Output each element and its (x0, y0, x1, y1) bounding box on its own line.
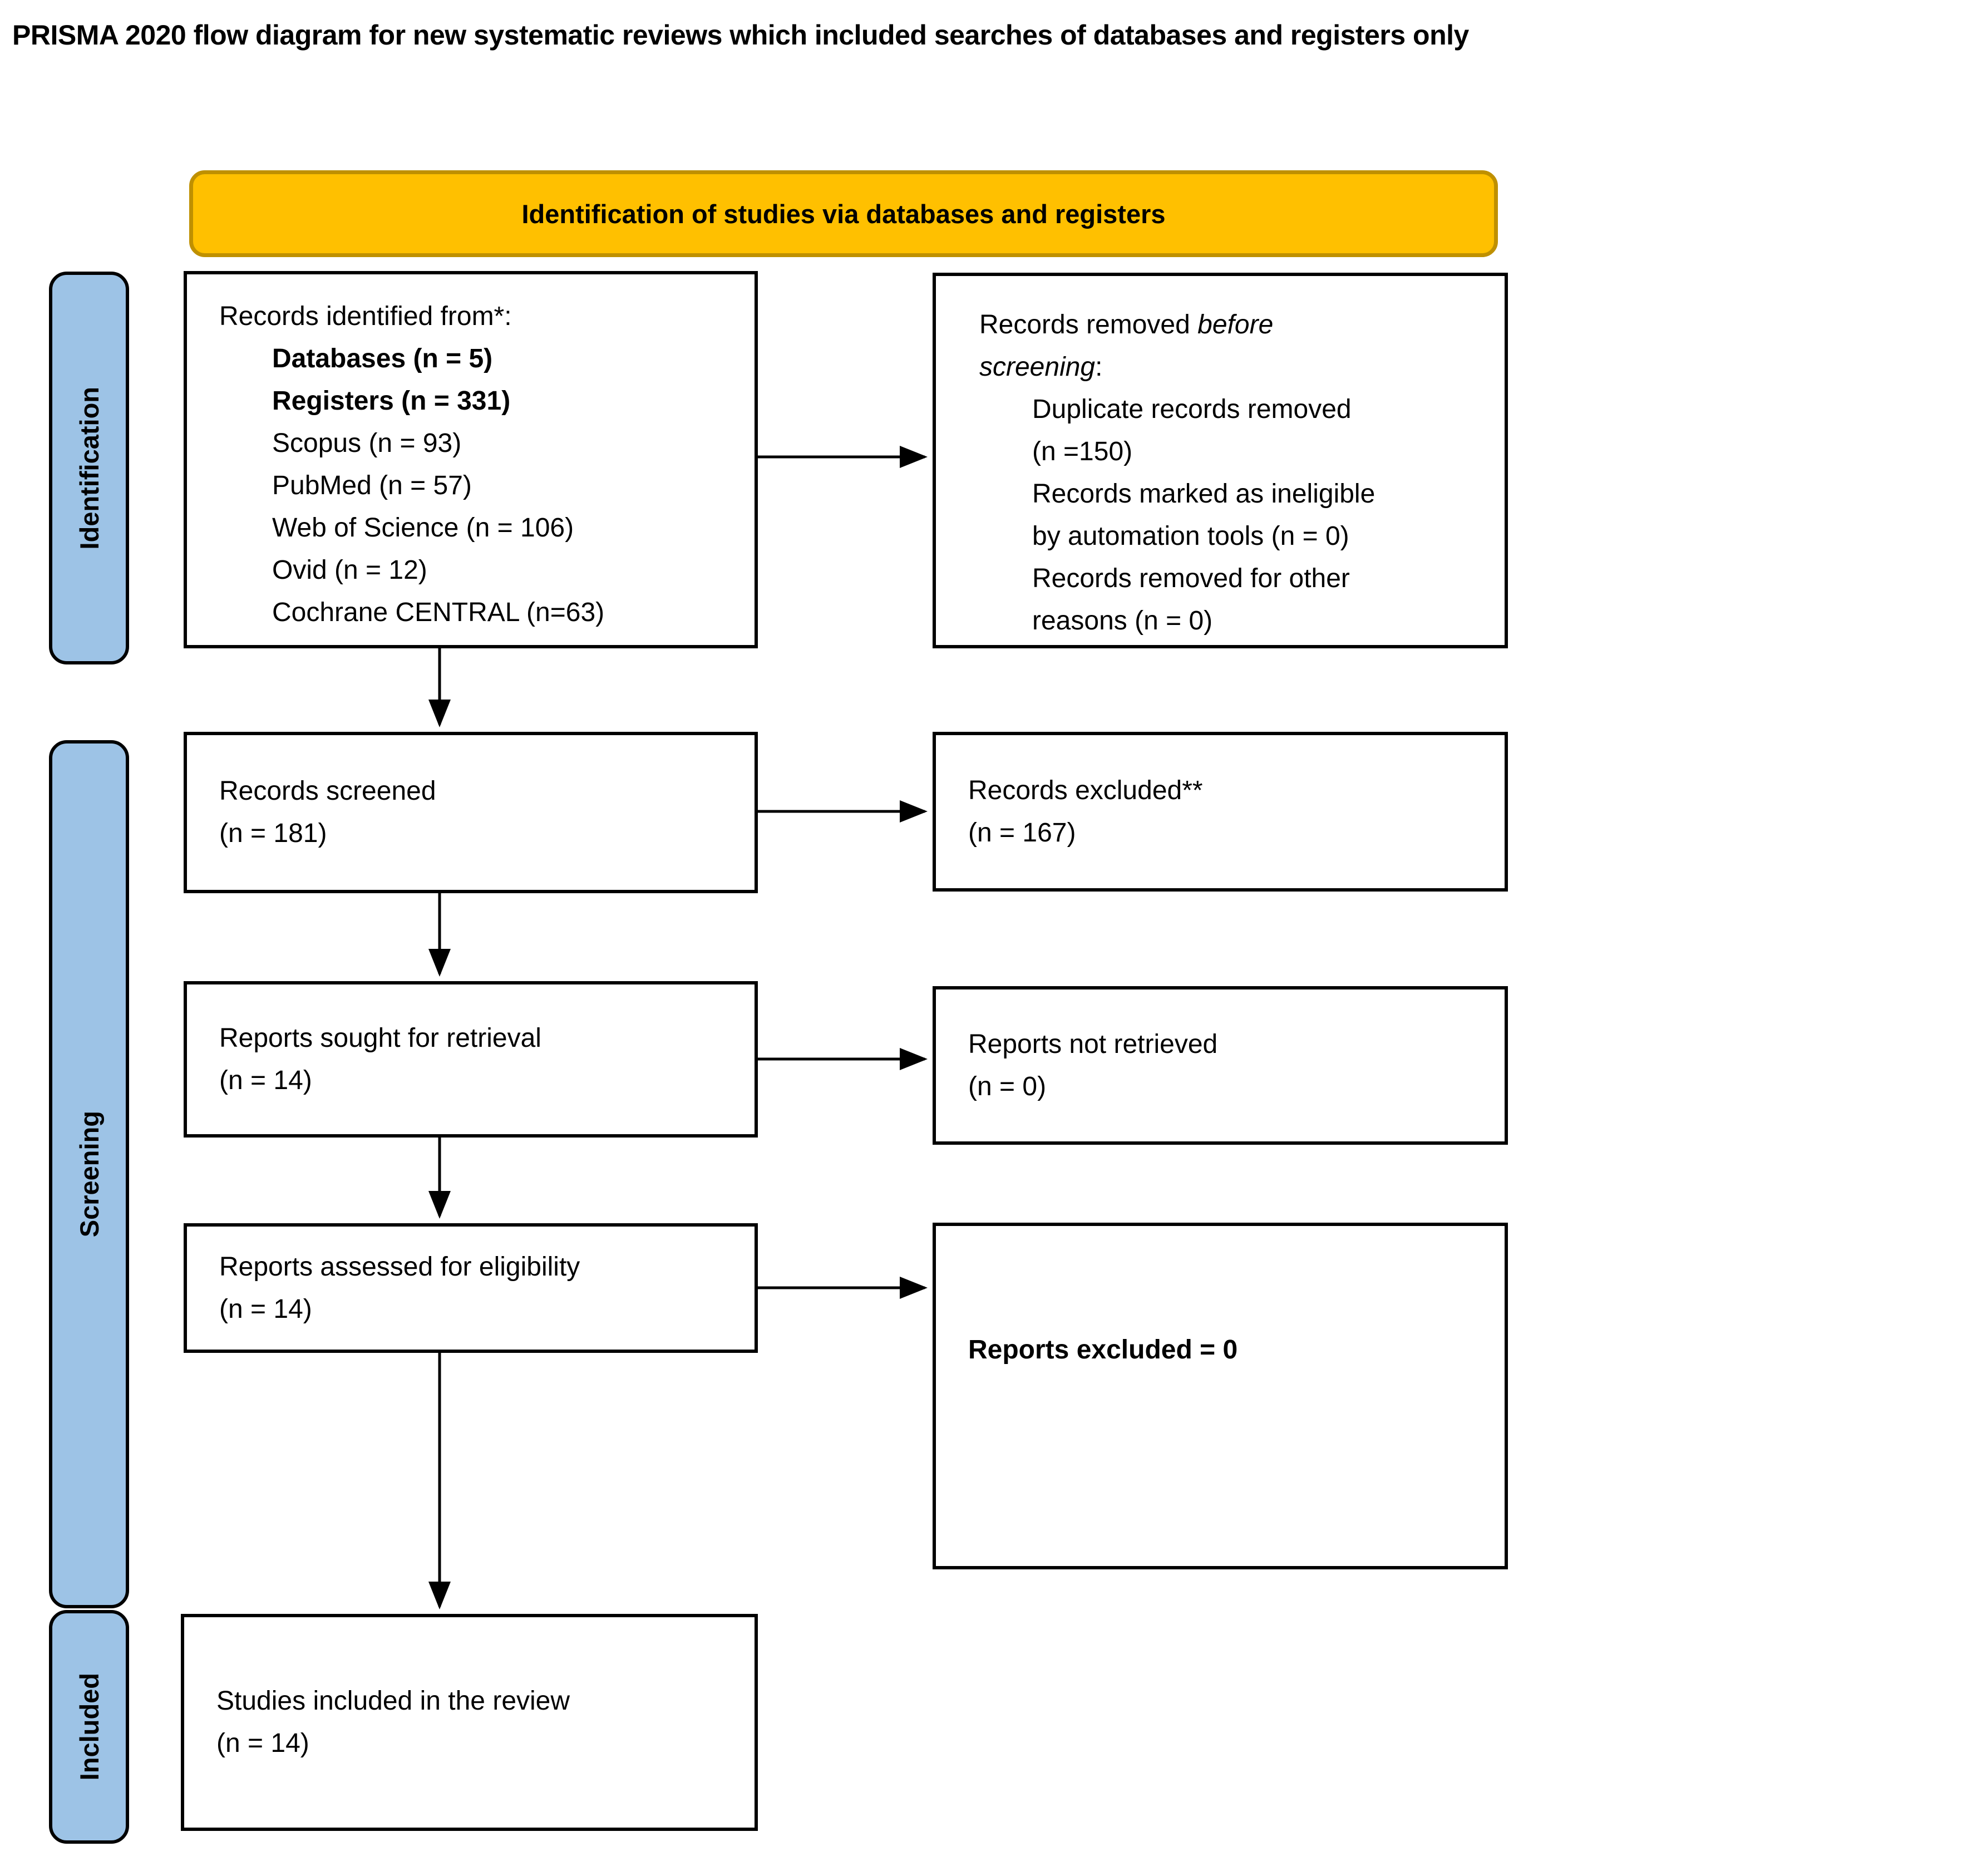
reports-excluded-label: Reports excluded = 0 (968, 1335, 1238, 1365)
studies-included-count: (n = 14) (216, 1729, 309, 1758)
banner: Identification of studies via databases … (189, 170, 1498, 257)
records-removed-intro-line1: Records removed before (979, 304, 1488, 346)
reports-assessed-count: (n = 14) (219, 1294, 312, 1324)
box-reports-assessed: Reports assessed for eligibility (n = 14… (184, 1223, 758, 1353)
reports-not-retrieved-label: Reports not retrieved (968, 1029, 1218, 1059)
records-identified-item: PubMed (n = 57) (272, 471, 472, 500)
records-removed-item-line: by automation tools (n = 0) (1032, 521, 1349, 551)
records-removed-intro-italic2: screening (979, 352, 1096, 382)
box-records-screened: Records screened (n = 181) (184, 732, 758, 893)
records-screened-count: (n = 181) (219, 819, 327, 848)
records-identified-item: Cochrane CENTRAL (n=63) (272, 598, 605, 627)
records-removed-item-line: Records marked as ineligible (1032, 479, 1375, 509)
reports-sought-label: Reports sought for retrieval (219, 1023, 541, 1053)
records-screened-label: Records screened (219, 776, 436, 806)
box-records-identified: Records identified from*: Databases (n =… (184, 271, 758, 648)
records-removed-item-line: (n =150) (1032, 437, 1133, 466)
banner-label: Identification of studies via databases … (521, 199, 1166, 229)
reports-not-retrieved-count: (n = 0) (968, 1071, 1047, 1101)
records-removed-intro-suffix: : (1095, 352, 1103, 382)
box-reports-sought: Reports sought for retrieval (n = 14) (184, 981, 758, 1138)
box-reports-excluded: Reports excluded = 0 (933, 1223, 1508, 1569)
records-identified-item: Ovid (n = 12) (272, 555, 427, 585)
records-removed-intro-line2: screening: (979, 346, 1488, 388)
reports-sought-count: (n = 14) (219, 1065, 312, 1095)
stage-screening-label: Screening (74, 1111, 104, 1238)
stage-identification-label: Identification (74, 386, 104, 550)
records-identified-item: Registers (n = 331) (272, 386, 511, 416)
records-removed-intro-regular: Records removed (979, 310, 1198, 339)
stage-identification: Identification (49, 272, 129, 664)
records-excluded-count: (n = 167) (968, 818, 1076, 848)
records-excluded-label: Records excluded** (968, 775, 1203, 805)
records-removed-item-line: reasons (n = 0) (1032, 606, 1213, 636)
records-removed-item-line: Duplicate records removed (1032, 395, 1352, 424)
reports-assessed-label: Reports assessed for eligibility (219, 1252, 580, 1282)
records-identified-intro: Records identified from*: (219, 302, 512, 331)
box-reports-not-retrieved: Reports not retrieved (n = 0) (933, 986, 1508, 1145)
box-records-removed: Records removed before screening: Duplic… (933, 273, 1508, 648)
stage-included: Included (49, 1610, 129, 1844)
records-removed-item-line: Records removed for other (1032, 564, 1350, 593)
stage-screening: Screening (49, 740, 129, 1608)
box-studies-included: Studies included in the review (n = 14) (181, 1614, 758, 1831)
box-records-excluded: Records excluded** (n = 167) (933, 732, 1508, 892)
page-title: PRISMA 2020 flow diagram for new systema… (12, 19, 1469, 51)
stage-included-label: Included (74, 1673, 104, 1781)
records-identified-item: Scopus (n = 93) (272, 429, 462, 458)
records-identified-item: Databases (n = 5) (272, 344, 493, 373)
records-removed-intro-italic: before (1197, 310, 1274, 339)
studies-included-label: Studies included in the review (216, 1686, 570, 1716)
records-identified-item: Web of Science (n = 106) (272, 513, 574, 543)
